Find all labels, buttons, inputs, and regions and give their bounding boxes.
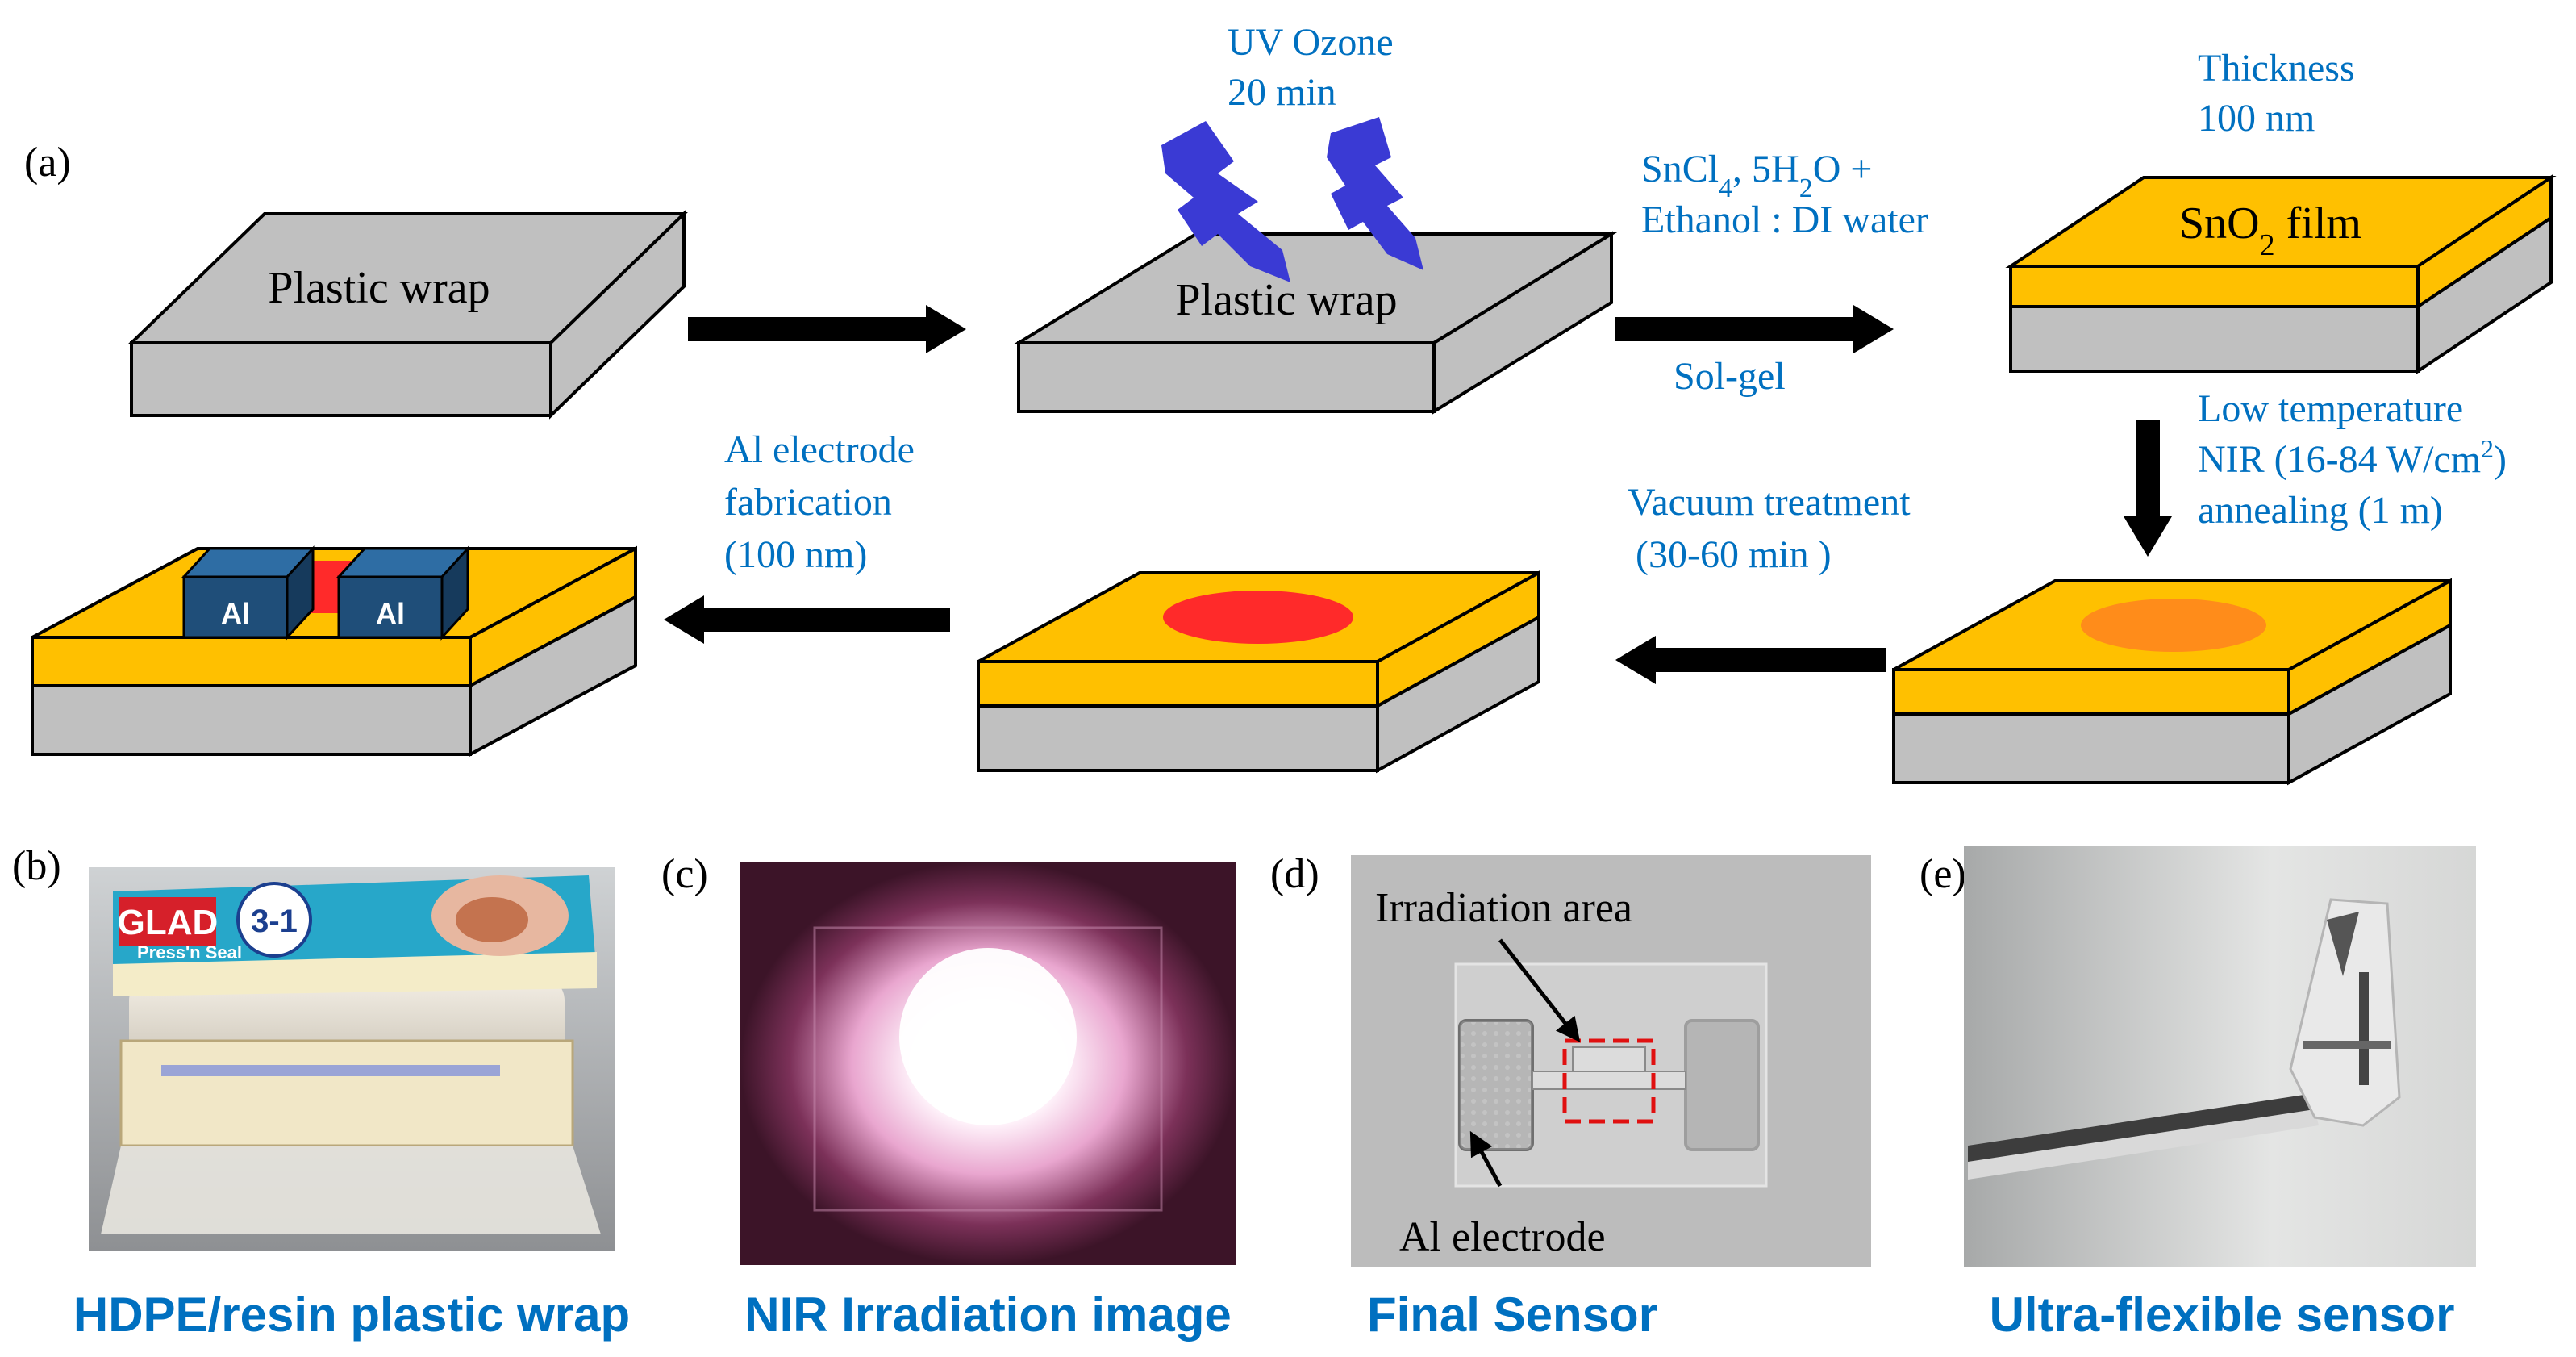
sol-gel-label: Sol-gel xyxy=(1674,355,1786,398)
electrode-label-line3: (100 nm) xyxy=(724,533,867,576)
nir-label-line1: Low temperature xyxy=(2198,387,2463,430)
irradiation-area-box xyxy=(1562,1038,1656,1124)
al-electrode-left: Al xyxy=(181,545,316,641)
sno2-film-label: SnO2 film xyxy=(2179,198,2361,262)
anno-irradiation-area: Irradiation area xyxy=(1375,885,1632,931)
step1-plastic-wrap-slab: Plastic wrap xyxy=(127,210,688,420)
caption-d: Final Sensor xyxy=(1367,1288,1657,1342)
thickness-label: Thickness xyxy=(2198,47,2355,90)
thickness-value: 100 nm xyxy=(2198,97,2315,140)
arrow-step4-to-step5 xyxy=(1615,636,1886,684)
uv-ozone-label: UV Ozone xyxy=(1228,21,1394,64)
step6-final-device-slab xyxy=(31,545,637,758)
panel-letter-b: (b) xyxy=(12,843,61,889)
irradiated-spot xyxy=(2081,599,2266,652)
photo-ultra-flexible-sensor xyxy=(1964,846,2476,1267)
anno-al-electrode: Al electrode xyxy=(1399,1214,1606,1260)
glad-logo: GLAD xyxy=(118,903,219,942)
al-left-label: Al xyxy=(221,597,250,630)
panel-letter-c: (c) xyxy=(661,851,708,897)
arrow-step3-to-step4 xyxy=(2124,420,2172,557)
caption-e: Ultra-flexible sensor xyxy=(1990,1288,2455,1342)
nir-label-line2: NIR (16-84 W/cm2) xyxy=(2198,434,2507,481)
step4-nir-annealed-slab xyxy=(1892,578,2452,786)
arrow-step1-to-step2 xyxy=(688,305,966,353)
uv-ray-icon xyxy=(1161,117,1423,282)
arrow-step5-to-step6 xyxy=(664,595,950,644)
caption-c: NIR Irradiation image xyxy=(744,1288,1231,1342)
photo-nir-irradiation xyxy=(740,862,1236,1265)
caption-b: HDPE/resin plastic wrap xyxy=(73,1288,630,1342)
step1-label: Plastic wrap xyxy=(268,263,490,313)
step5-vacuum-treated-slab xyxy=(977,570,1540,774)
electrode-label-line2: fabrication xyxy=(724,481,892,524)
photo-plastic-wrap: GLAD Press'n Seal 3-1 xyxy=(89,867,615,1251)
panel-letter-a: (a) xyxy=(24,140,71,186)
step2-label: Plastic wrap xyxy=(1175,275,1397,325)
panel-letter-d: (d) xyxy=(1270,851,1319,897)
nir-label-line3: annealing (1 m) xyxy=(2198,489,2443,532)
precursor-label: SnCl4, 5H2O + xyxy=(1641,148,1872,203)
glad-badge: 3-1 xyxy=(251,904,298,939)
treated-spot xyxy=(1163,591,1353,644)
uv-ozone-time: 20 min xyxy=(1228,71,1336,114)
vacuum-label: Vacuum treatment xyxy=(1628,481,1911,524)
step2-uv-ozone-slab: Plastic wrap xyxy=(1012,231,1618,415)
al-right-label: Al xyxy=(376,597,405,630)
electrode-label-line1: Al electrode xyxy=(724,428,915,471)
arrow-step2-to-step3 xyxy=(1615,305,1894,353)
solvent-label: Ethanol : DI water xyxy=(1641,198,1928,241)
al-electrode-right: Al xyxy=(336,545,471,641)
glad-subbrand: Press'n Seal xyxy=(137,942,242,962)
step3-sno2-film-slab: SnO2 film xyxy=(2005,174,2557,374)
vacuum-time: (30-60 min ) xyxy=(1636,533,1832,576)
photo-final-sensor xyxy=(1351,855,1871,1267)
panel-letter-e: (e) xyxy=(1919,851,1966,897)
